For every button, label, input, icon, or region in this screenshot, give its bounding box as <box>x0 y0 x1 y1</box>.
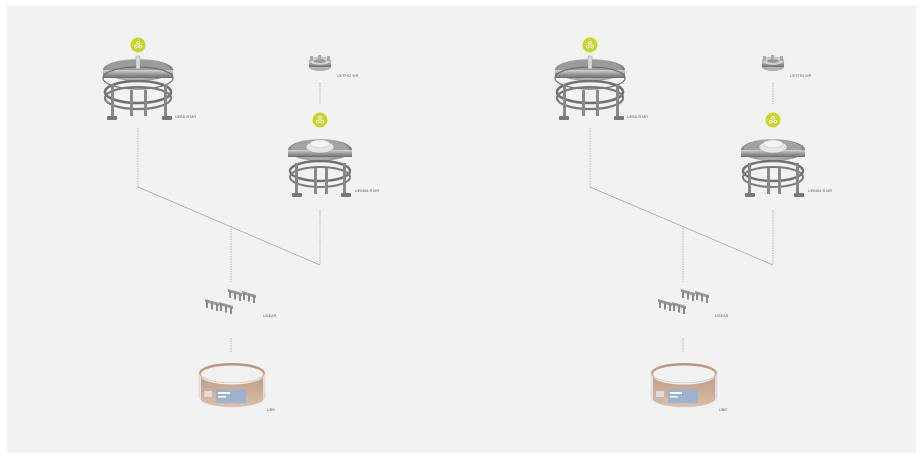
label-ugear: UGEAR <box>715 314 729 318</box>
bracket-piece <box>219 302 233 314</box>
bracket-piece <box>695 291 709 303</box>
housing-uebdm-r <box>739 137 807 199</box>
sleeve-ubr <box>198 362 266 408</box>
bracket-piece <box>681 289 695 301</box>
label-ubr: UBR <box>719 408 727 412</box>
housing-uebd-r <box>553 54 627 122</box>
recycle-icon <box>130 37 146 53</box>
housing-uebdm-r <box>286 137 354 199</box>
bracket-piece <box>228 289 242 301</box>
sleeve-ubr <box>650 362 718 408</box>
label-uebdm-r: UEBDM.R MR <box>808 189 833 193</box>
diagram-panel <box>7 5 916 453</box>
label-uebdm-r: UEBDM.R MR <box>355 189 380 193</box>
right-connectors <box>589 83 774 352</box>
fitting-uetfs2 <box>761 54 785 72</box>
right-group <box>553 37 807 408</box>
recycle-icon <box>582 37 598 53</box>
left-group <box>101 37 354 408</box>
label-ugear: UGEAR <box>263 314 277 318</box>
housing-uebd-r <box>101 54 175 122</box>
label-uebd-r: UEBD.R MR <box>627 115 649 119</box>
bracket-piece <box>672 302 686 314</box>
label-uetfs2: UETFS2 MR <box>337 74 359 78</box>
bracket-piece <box>205 299 219 311</box>
recycle-icon <box>312 112 328 128</box>
label-uebd-r: UEBD.R MR <box>175 115 197 119</box>
bracket-piece <box>242 291 256 303</box>
fitting-uetfs2 <box>308 54 332 72</box>
label-ubr: UBR <box>267 408 275 412</box>
recycle-icon <box>765 112 781 128</box>
left-connectors <box>137 83 321 352</box>
label-uetfs2: UETFS2 MR <box>790 74 812 78</box>
bracket-piece <box>658 299 672 311</box>
